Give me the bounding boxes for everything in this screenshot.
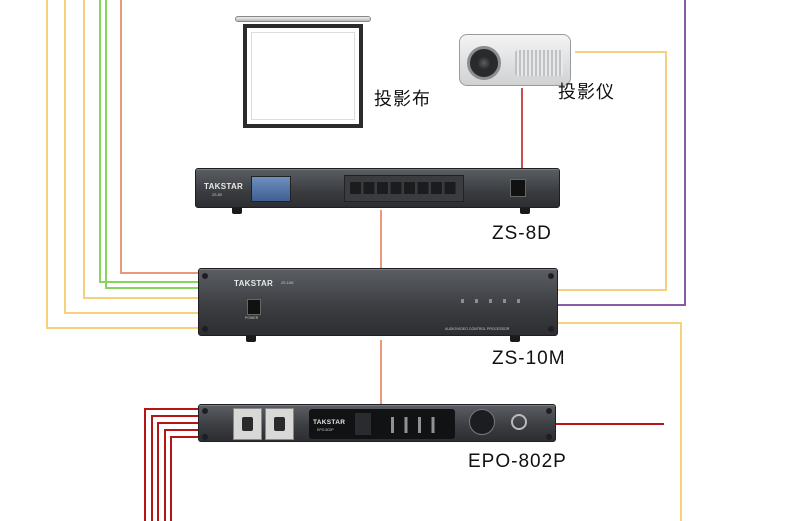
zs8d-foot-right — [520, 208, 530, 214]
screen-label: 投影布 — [374, 89, 431, 110]
wire-red-5 — [170, 436, 200, 521]
epo-label: EPO-802P — [468, 451, 567, 472]
epo-device: TAKSTAR EPO-802P — [198, 404, 556, 442]
zs8d-button-panel — [344, 175, 464, 202]
wire-green-2 — [105, 0, 200, 289]
epo-power-button — [511, 414, 527, 430]
zs10m-caption: AUDIO/VIDEO CONTROL PROCESSOR — [445, 327, 510, 331]
zs8d-brand: TAKSTAR — [204, 182, 244, 191]
epo-model: EPO-802P — [317, 428, 334, 432]
projector-label: 投影仪 — [558, 82, 615, 103]
wire-yellow-1 — [46, 0, 200, 329]
projector-image — [455, 28, 575, 90]
wire-red-3 — [157, 422, 200, 521]
zs10m-foot-right — [510, 336, 520, 342]
wire-green-1 — [99, 0, 200, 283]
wire-purple — [555, 0, 686, 306]
wire-red-4 — [164, 429, 200, 521]
zs10m-foot-left — [246, 336, 256, 342]
zs8d-power-switch — [510, 179, 526, 197]
zs8d-device: TAKSTAR ZS-8D — [195, 168, 560, 208]
zs8d-label: ZS-8D — [492, 223, 552, 244]
zs10m-power-switch — [247, 299, 261, 315]
zs10m-brand: TAKSTAR — [234, 279, 274, 288]
zs8d-model: ZS-8D — [212, 193, 223, 197]
zs10m-label: ZS-10M — [492, 348, 566, 369]
zs10m-indicator-leds — [461, 299, 521, 303]
wire-yellow-bottom — [555, 322, 682, 521]
projection-screen — [233, 16, 373, 128]
wire-yellow-2 — [64, 0, 200, 314]
epo-outlet-1 — [233, 408, 262, 440]
wire-salmon-left — [120, 0, 200, 274]
zs10m-device: TAKSTAR ZS-10M POWER AUDIO/VIDEO CONTROL… — [198, 268, 558, 336]
epo-display: TAKSTAR EPO-802P — [309, 409, 455, 439]
epo-dpad — [469, 409, 495, 435]
zs10m-power-label: POWER — [245, 316, 259, 320]
zs8d-display — [251, 176, 291, 202]
zs8d-foot-left — [232, 208, 242, 214]
epo-outlet-2 — [265, 408, 294, 440]
wire-red-2 — [151, 415, 200, 521]
zs10m-model: ZS-10M — [281, 281, 294, 285]
epo-brand: TAKSTAR — [313, 419, 346, 426]
wire-yellow-projector — [555, 51, 667, 291]
wire-red-1 — [144, 408, 200, 521]
wire-yellow-3 — [83, 0, 200, 299]
